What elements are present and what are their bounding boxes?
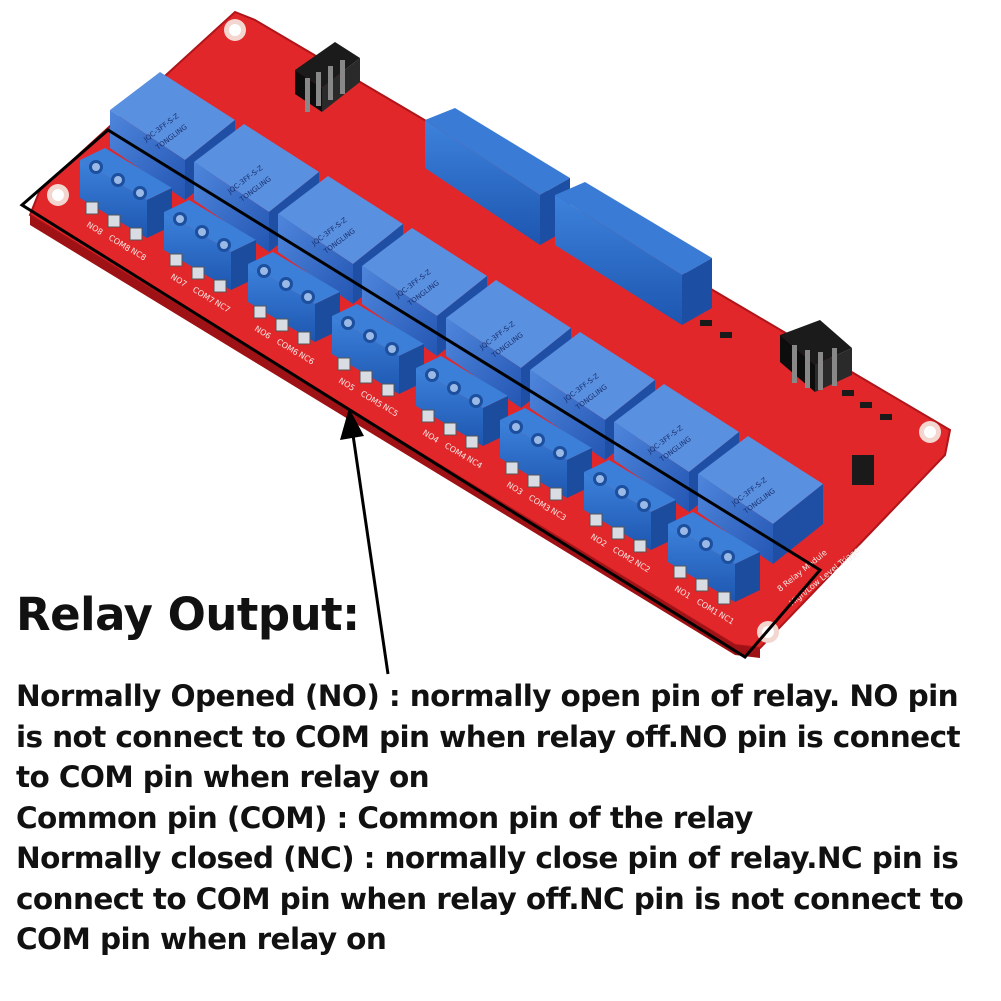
description-line: Common pin (COM) : Common pin of the rel… (16, 800, 753, 835)
section-heading: Relay Output: (16, 588, 360, 641)
description-line: COM pin when relay on (16, 922, 387, 956)
pointer-arrow (340, 408, 390, 675)
output-terminal-blocks: NO8COM8NC8NO7COM7NC7NO6COM6NC6NO5COM5NC5… (80, 148, 760, 627)
description-line: Normally closed (NC) : normally close pi… (16, 841, 959, 875)
input-terminal-blocks (425, 108, 712, 325)
description: Normally Opened (NO) : normally open pin… (16, 676, 991, 960)
description-line: Normally Opened (NO) : normally open pin… (16, 679, 959, 713)
description-line: is not connect to COM pin when relay off… (16, 719, 961, 754)
description-line: to COM pin when relay on (16, 760, 430, 794)
description-line: connect to COM pin when relay off.NC pin… (16, 881, 964, 916)
pin-header-right (780, 320, 852, 392)
smd-components (700, 320, 892, 485)
pin-header-top (295, 42, 360, 112)
highlight-box (19, 128, 823, 659)
